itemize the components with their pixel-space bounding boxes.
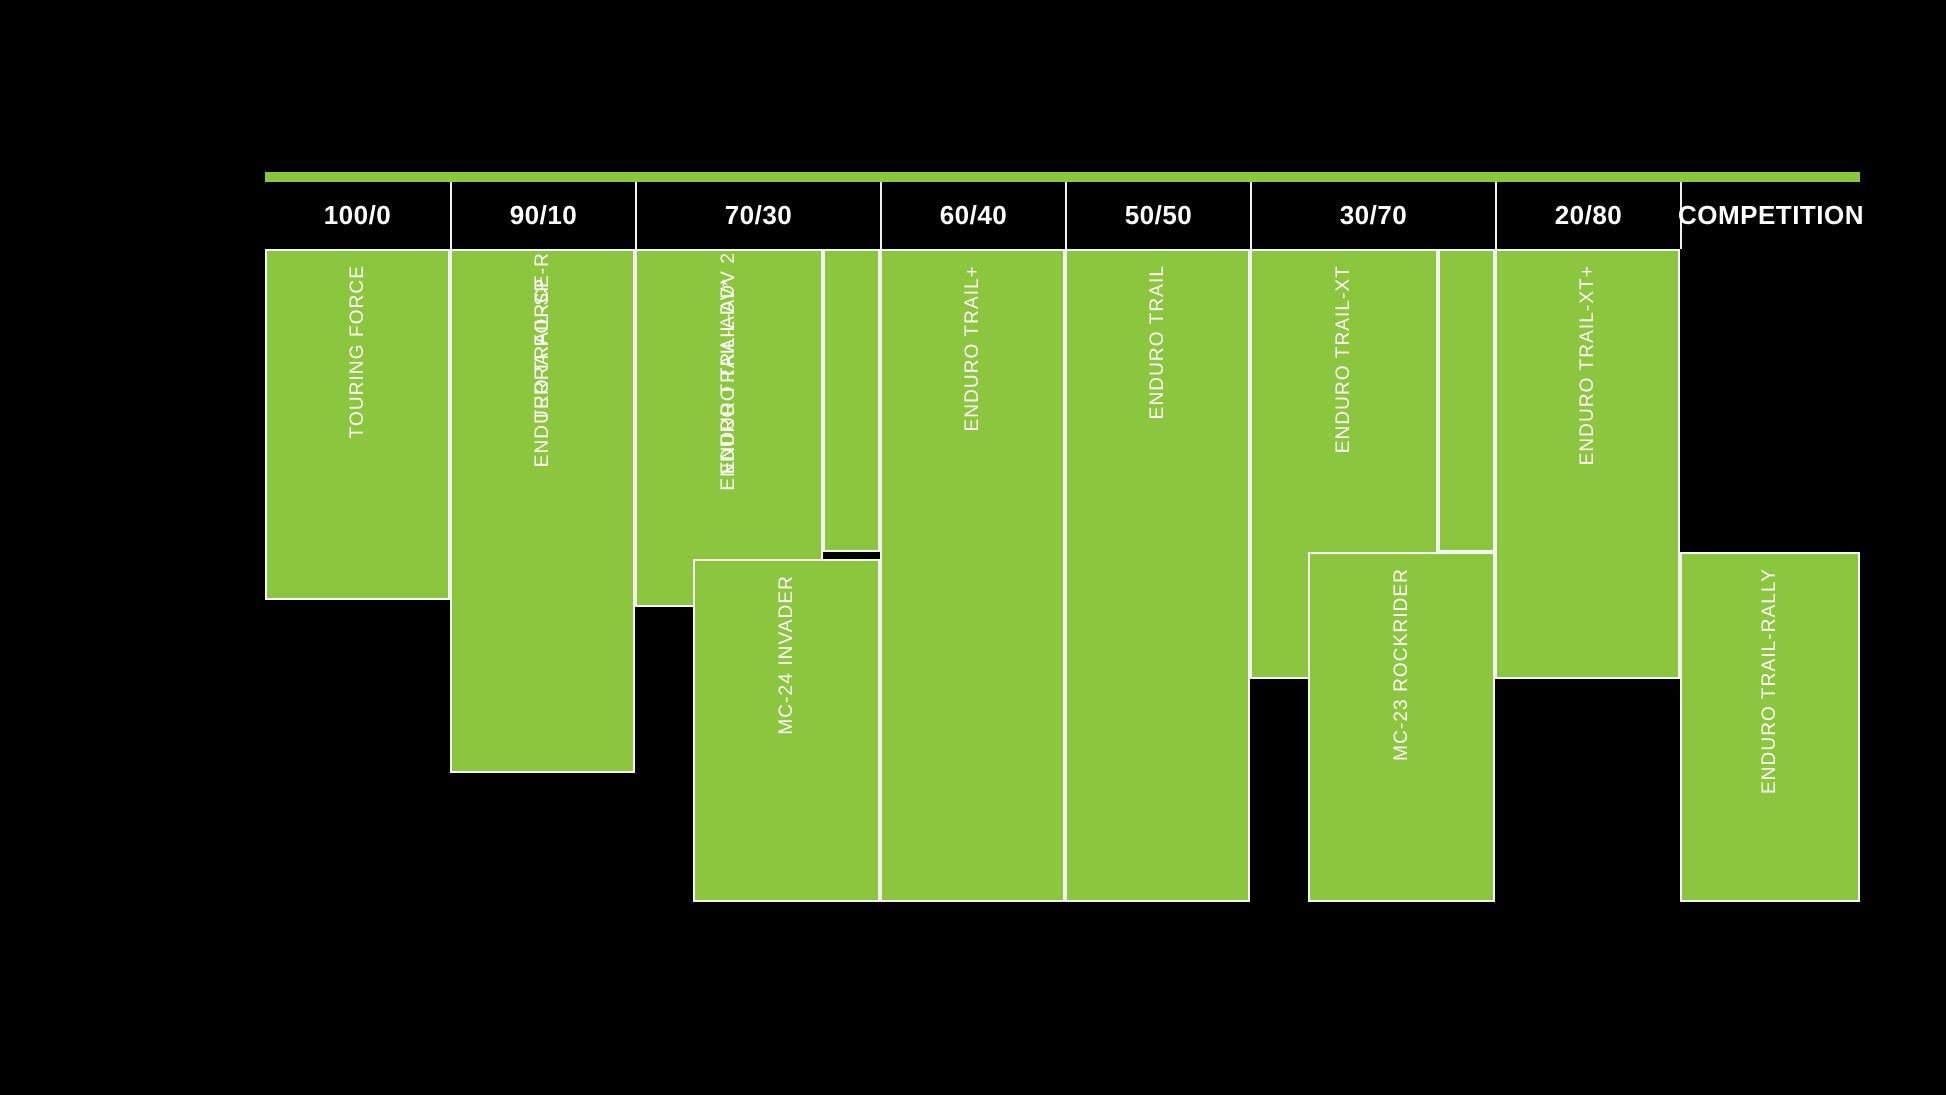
top-accent-rule [265,172,1860,182]
header-label: 60/40 [939,200,1008,230]
header-cell-50-50[interactable]: 50/50 [1065,182,1250,249]
header-cell-30-70[interactable]: 30/70 [1250,182,1495,249]
bar-label-enduro-trail-rally: ENDURO TRAIL-RALLY [1759,568,1780,795]
bar-label-enduro-trail-xt: ENDURO TRAIL-XT [1333,265,1354,454]
bars-plot-area: TOURING FORCE TERRA FORCE-R ENDURO TRAIL… [265,249,1860,902]
header-cell-100-0[interactable]: 100/0 [265,182,450,249]
bar-enduro-trail-plus[interactable]: ENDURO TRAIL+ [880,249,1065,902]
bar-label-enduro-trail: ENDURO TRAIL [1146,265,1168,420]
header-cell-20-80[interactable]: 20/80 [1495,182,1680,249]
header-label: 90/10 [509,200,578,230]
bar-touring-force[interactable]: TOURING FORCE [265,249,450,600]
header-label: 30/70 [1339,200,1408,230]
bar-label-mc24-invader: MC-24 INVADER [775,575,797,735]
header-cell-70-30[interactable]: 70/30 [635,182,880,249]
header-label: 70/30 [724,200,793,230]
bar-label-enduro-trail-sp: ENDURO TRAIL-SP [531,278,553,468]
bar-label-enduro-trail-xt-plus: ENDURO TRAIL-XT+ [1576,265,1598,466]
bar-enduro-trail[interactable]: ENDURO TRAIL [1065,249,1250,902]
bar-mc23-rockrider[interactable]: MC-23 ROCKRIDER [1308,552,1495,902]
bar-enduro-trail-xt-plus[interactable]: ENDURO TRAIL-XT+ [1495,249,1680,679]
bar-enduro-trail-xt-stub[interactable] [1438,249,1495,552]
bar-mc24-invader[interactable]: MC-24 INVADER [693,559,880,902]
header-cell-competition[interactable]: COMPETITION [1678,182,1864,249]
bar-terra-force-r-enduro-trail-sp[interactable]: TERRA FORCE-R ENDURO TRAIL-SP [450,249,635,773]
header-label: 50/50 [1124,200,1193,230]
header-label: COMPETITION [1677,200,1865,230]
header-label: 100/0 [323,200,392,230]
bar-label-touring-force: TOURING FORCE [346,265,368,439]
ratio-header-row: 100/0 90/10 70/30 60/40 50/50 30/70 20/8… [265,182,1864,249]
header-label: 20/80 [1554,200,1623,230]
header-cell-60-40[interactable]: 60/40 [880,182,1065,249]
bar-label-enduro-trail-adv: ENDURO TRAIL-ADV* [718,278,739,491]
header-cell-90-10[interactable]: 90/10 [450,182,635,249]
bar-label-mc23-rockrider: MC-23 ROCKRIDER [1390,568,1412,761]
bar-enduro-trail-adv-stub[interactable] [823,249,880,552]
bar-enduro-trail-rally[interactable]: ENDURO TRAIL-RALLY [1680,552,1860,902]
bar-label-enduro-trail-plus: ENDURO TRAIL+ [961,265,983,432]
bar-enduro-trail-adv[interactable]: ENDURO TRAIL-ADV 2 ENDURO TRAIL-ADV* [635,249,823,607]
